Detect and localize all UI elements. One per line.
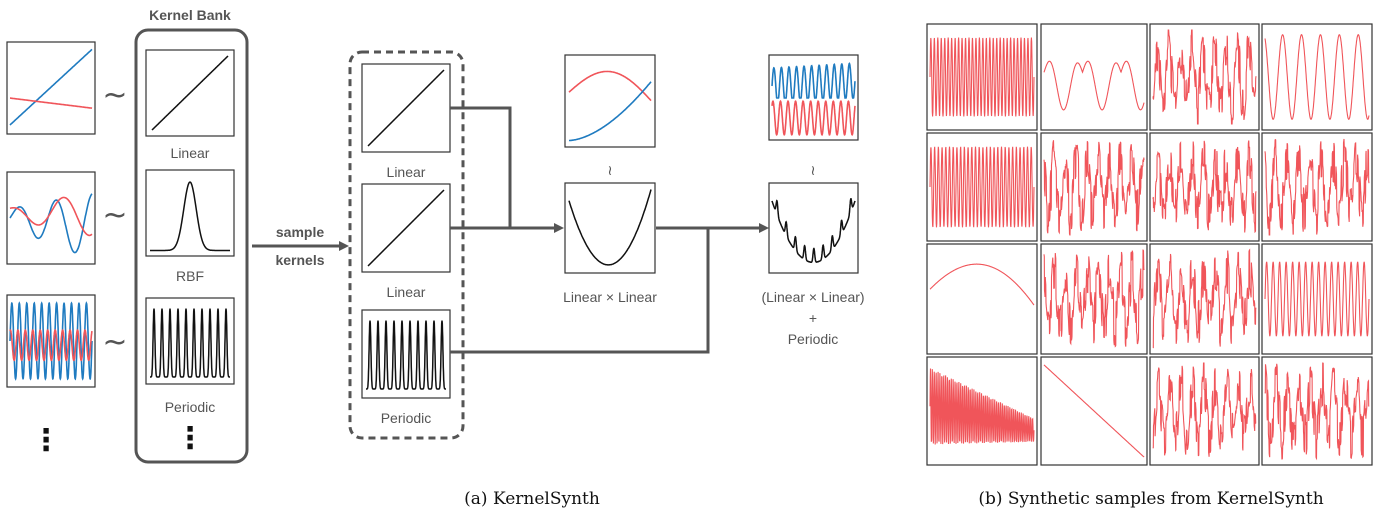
- kernel-bank-frame: [134, 28, 249, 464]
- sample-arrow-label-line1: sample: [276, 224, 324, 240]
- kernel-periodic-label: Periodic: [165, 399, 216, 415]
- prior-sample-rbf-red-curve: [9, 196, 93, 237]
- synthetic-sample-curve-6: [1043, 140, 1145, 236]
- sample-arrow-label-line2: kernels: [275, 252, 324, 268]
- synthetic-sample-curve-9: [929, 263, 1035, 306]
- synthetic-sample-curve-13: [929, 368, 1035, 445]
- prior-samples-ellipsis: ⋮: [31, 423, 61, 458]
- sampled-kernel-1-label: Linear: [387, 164, 426, 180]
- sum-kernel-group: ≀ (Linear × Linear) + Periodic: [761, 54, 865, 347]
- kernel-linear-label: Linear: [171, 145, 210, 161]
- sample-kernels-arrow: sample kernels: [252, 224, 349, 268]
- synthetic-sample-curve-8: [1264, 138, 1370, 236]
- synthetic-sample-curve-14: [1043, 364, 1145, 458]
- connector-kernel3-to-sum: [450, 228, 710, 354]
- sampled-kernel-2-curve: [367, 189, 445, 267]
- prior-sample-rbf-box: [6, 171, 96, 265]
- product-kernel-curve: [568, 189, 652, 266]
- prior-samples-column: ⋮ ~ ~ ~: [6, 41, 128, 458]
- sum-kernel-label-line2: +: [809, 310, 817, 326]
- composition-connectors: [450, 106, 769, 354]
- sum-kernel-label-line3: Periodic: [788, 331, 839, 347]
- kernel-bank-ellipsis: ⋮: [175, 421, 205, 456]
- sum-kernel-curve: [771, 198, 856, 263]
- sum-sample-red-curve: [771, 99, 856, 137]
- sampled-kernel-1-curve: [367, 69, 445, 147]
- product-kernel-group: ≀ Linear × Linear: [563, 54, 657, 305]
- prior-sample-periodic-red-curve: [9, 328, 93, 362]
- synthetic-sample-curve-5: [929, 146, 1035, 228]
- synthetic-sample-cell-14: [1040, 356, 1148, 466]
- kernel-bank: Kernel Bank Linear RBF Periodic ⋮: [134, 7, 249, 464]
- product-sample-box: [564, 54, 656, 148]
- kernel-rbf-label: RBF: [176, 268, 204, 284]
- sampled-kernel-3-box: [361, 309, 451, 399]
- synthetic-sample-curve-4: [1264, 34, 1370, 120]
- sampled-kernels: Linear Linear Periodic: [348, 50, 465, 440]
- tilde-symbol-1: ~: [102, 78, 127, 113]
- synthetic-sample-curve-10: [1043, 249, 1145, 348]
- kernel-bank-title: Kernel Bank: [149, 7, 231, 23]
- synthetic-sample-cell-4: [1261, 23, 1373, 131]
- product-kernel-box: [564, 182, 656, 274]
- synthetic-sample-curve-15: [1152, 362, 1257, 457]
- kernel-rbf-curve: [150, 181, 230, 252]
- sum-kernel-label-line1: (Linear × Linear): [761, 289, 864, 305]
- synthetic-sample-curve-2: [1043, 60, 1145, 111]
- synthetic-sample-curve-16: [1264, 362, 1370, 461]
- caption-b: (b) Synthetic samples from KernelSynth: [978, 489, 1323, 509]
- sum-sample-blue-curve: [771, 62, 856, 99]
- prior-sample-linear-blue-curve: [9, 48, 93, 126]
- tilde-symbol-2: ~: [102, 198, 127, 233]
- sampled-kernel-2-label: Linear: [387, 284, 426, 300]
- caption-a: (a) KernelSynth: [464, 489, 600, 509]
- synthetic-sample-cell-9: [926, 243, 1038, 355]
- prior-sample-periodic-blue-curve: [9, 301, 93, 381]
- kernel-linear-curve: [151, 55, 229, 131]
- sum-tilde-symbol: ≀: [810, 162, 815, 178]
- tilde-symbol-3: ~: [102, 325, 127, 360]
- kernel-rbf-box: [145, 169, 235, 257]
- kernel-periodic-box: [145, 297, 235, 385]
- synthetic-sample-curve-12: [1264, 261, 1370, 337]
- product-kernel-label: Linear × Linear: [563, 289, 657, 305]
- prior-sample-rbf-blue-curve: [9, 193, 93, 254]
- product-sample-red-curve: [568, 70, 652, 102]
- product-tilde-symbol: ≀: [607, 162, 612, 178]
- kernel-periodic-curve: [150, 308, 230, 378]
- synthetic-sample-curve-7: [1152, 140, 1257, 234]
- sampled-kernel-3-label: Periodic: [381, 410, 432, 426]
- prior-sample-linear-red-curve: [10, 97, 93, 109]
- synthetic-samples-grid: [926, 23, 1373, 466]
- synthetic-sample-curve-3: [1152, 29, 1257, 125]
- product-sample-blue-curve: [569, 81, 652, 142]
- synthetic-sample-curve-11: [1152, 248, 1257, 349]
- sampled-kernels-frame: [348, 50, 465, 440]
- synthetic-sample-curve-1: [929, 37, 1035, 117]
- sampled-kernel-3-curve: [366, 320, 446, 390]
- connector-kernel1-to-product: [450, 106, 512, 228]
